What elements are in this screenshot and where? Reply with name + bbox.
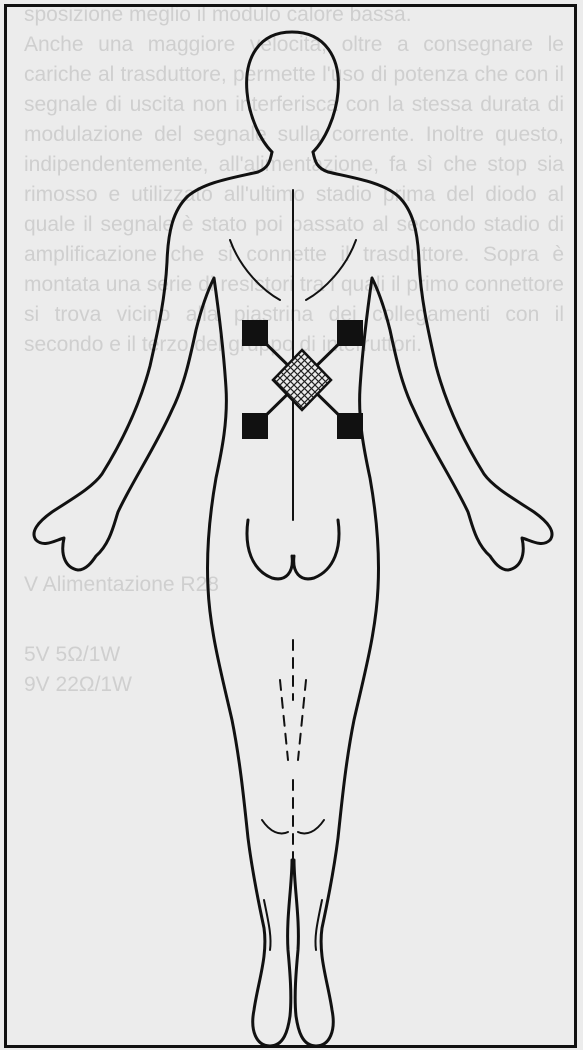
image-frame xyxy=(4,4,577,1048)
